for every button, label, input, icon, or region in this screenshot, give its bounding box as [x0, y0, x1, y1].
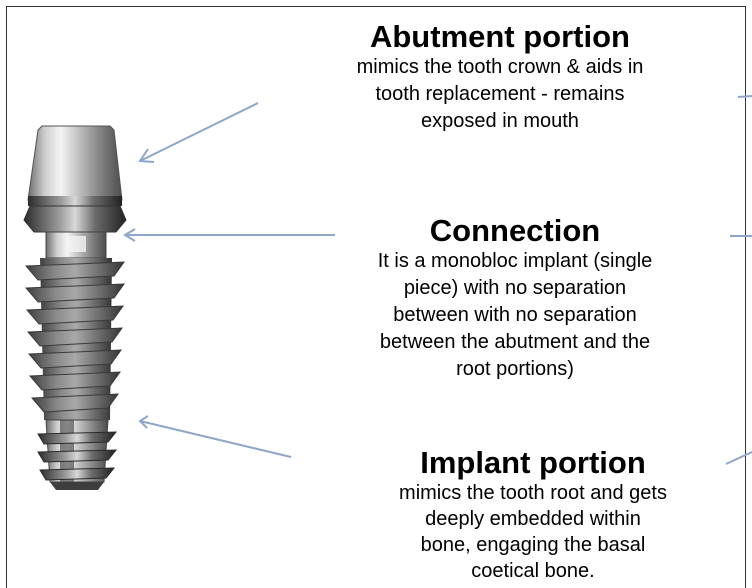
- connection-heading: Connection: [300, 214, 730, 248]
- dental-implant-image: [24, 126, 126, 490]
- implant-heading: Implant portion: [318, 446, 748, 480]
- abutment-arrow: [140, 103, 258, 161]
- right-arrow-top: [738, 96, 752, 97]
- connection-description: It is a monobloc implant (single piece) …: [300, 248, 730, 383]
- implant-section: Implant portion mimics the tooth root an…: [318, 446, 748, 584]
- abutment-section: Abutment portion mimics the tooth crown …: [285, 20, 715, 135]
- connection-section: Connection It is a monobloc implant (sin…: [300, 214, 730, 383]
- abutment-description: mimics the tooth crown & aids in tooth r…: [285, 54, 715, 135]
- abutment-heading: Abutment portion: [285, 20, 715, 54]
- implant-description: mimics the tooth root and gets deeply em…: [318, 480, 748, 584]
- implant-arrow: [140, 421, 291, 457]
